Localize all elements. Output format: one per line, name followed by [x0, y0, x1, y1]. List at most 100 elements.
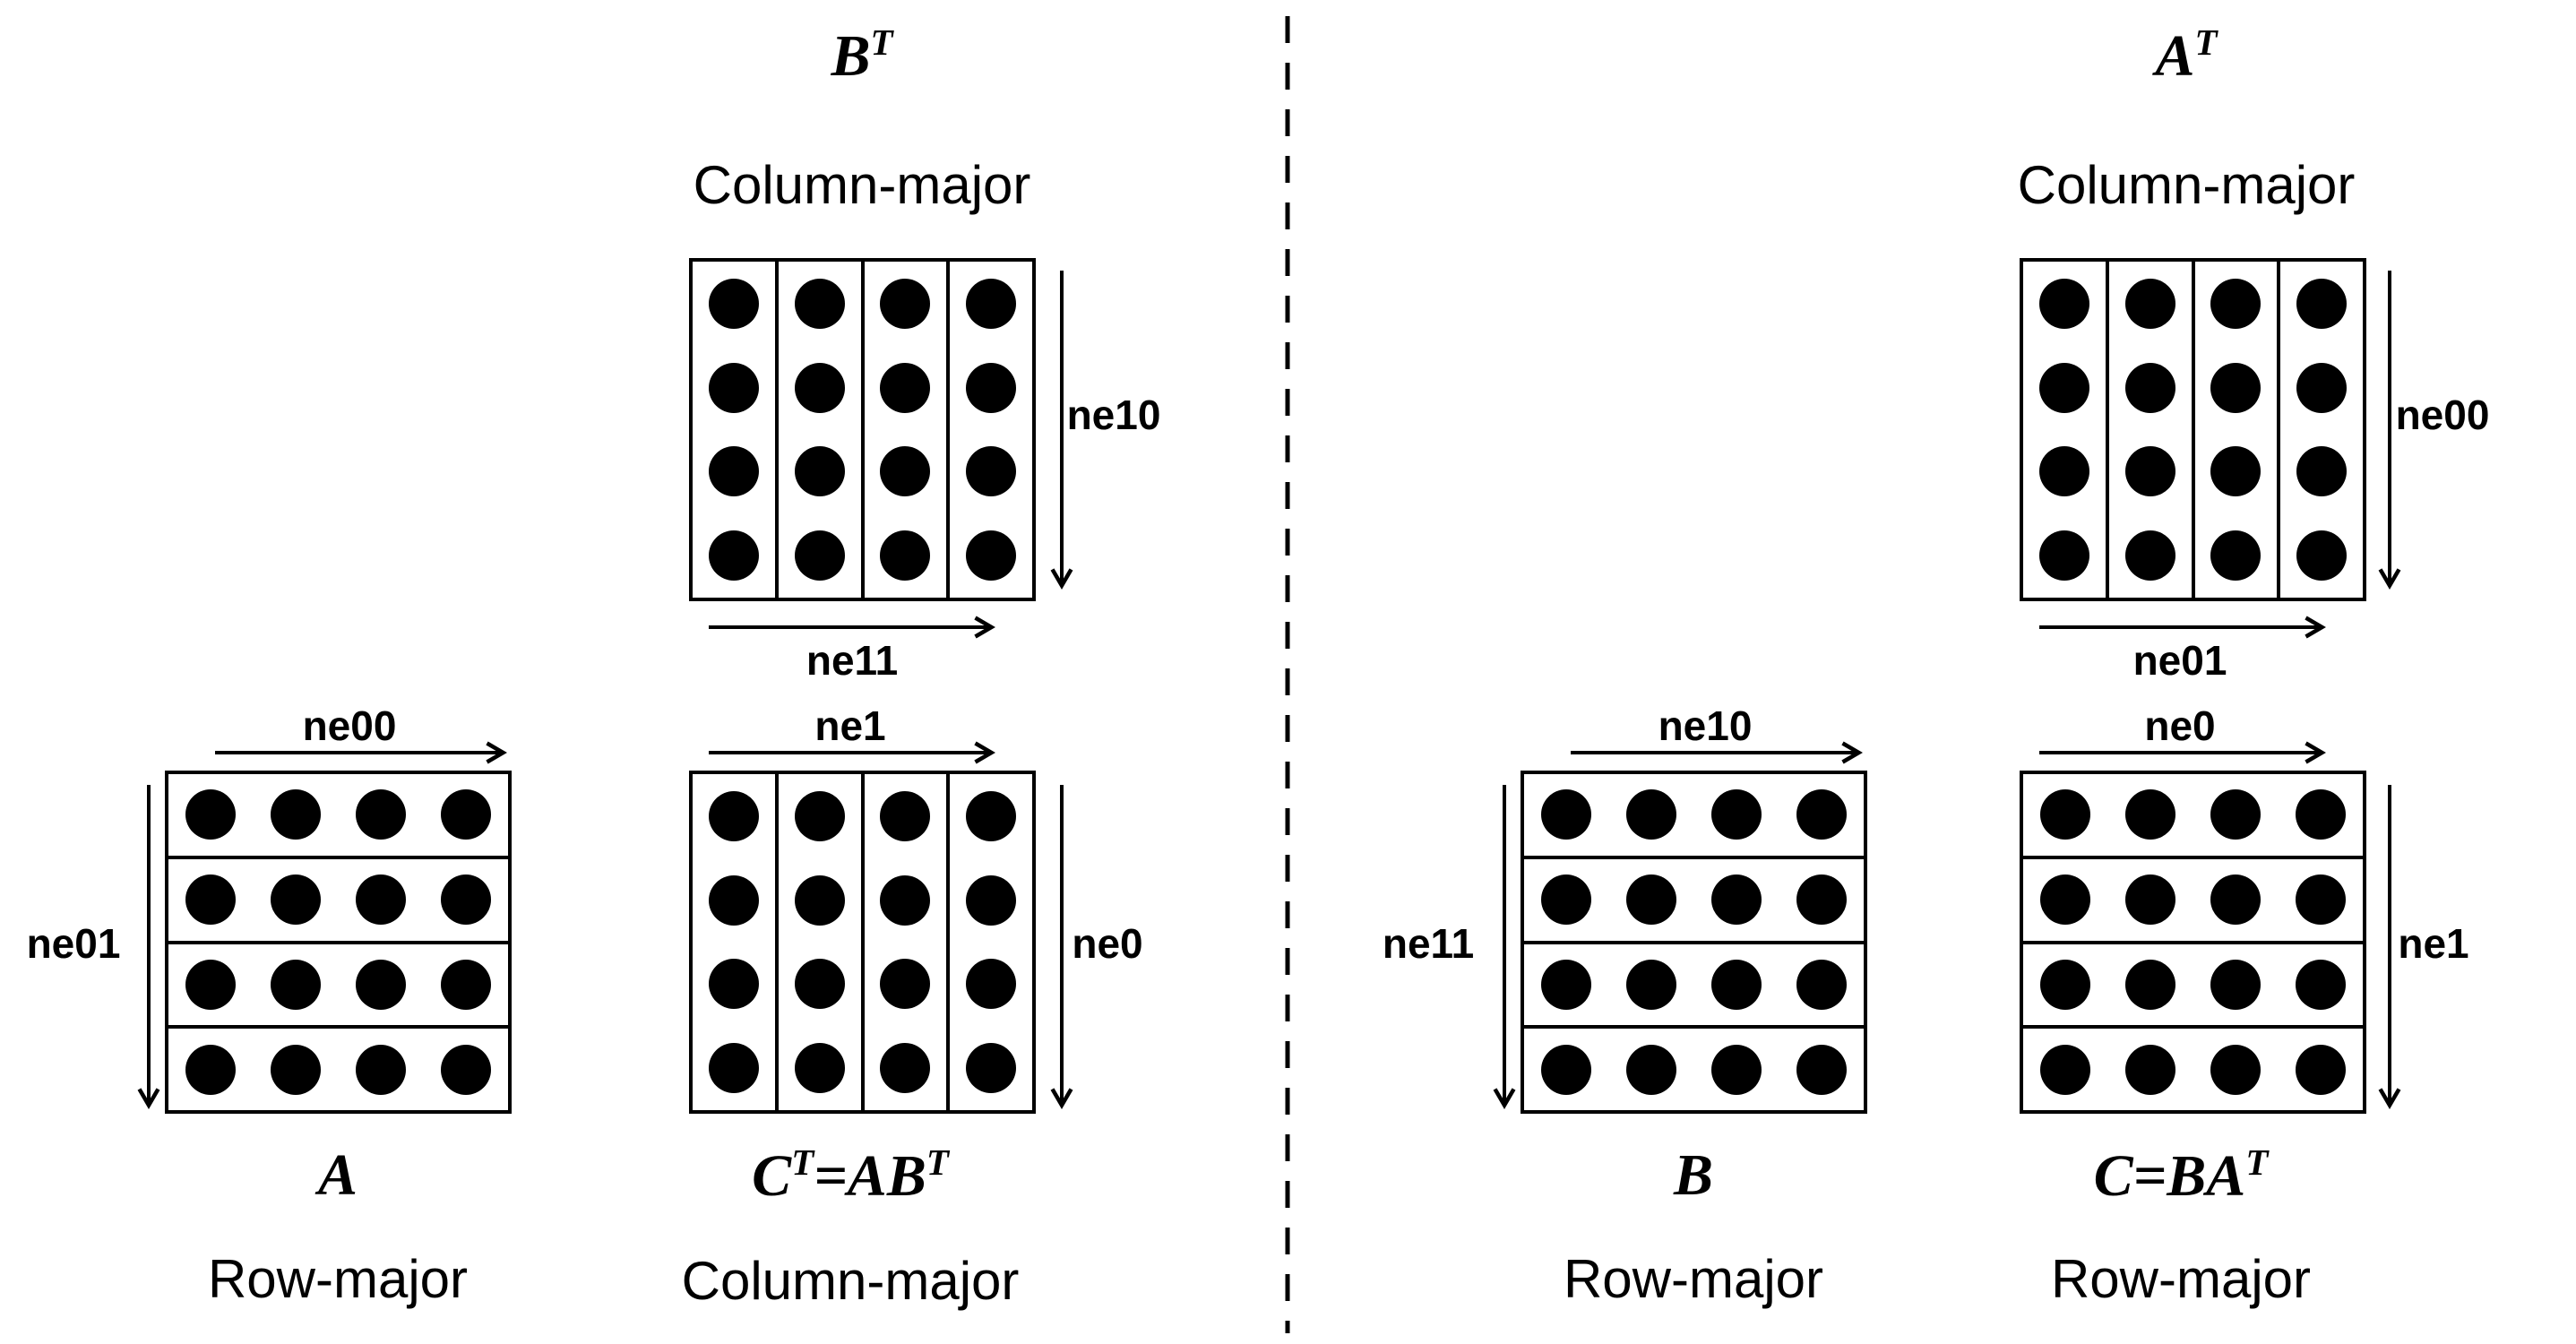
matrix-element-dot — [1796, 1044, 1847, 1095]
matrix-at-vertical-axis-label: ne00 — [2395, 392, 2490, 438]
matrix-element-dot — [1710, 959, 1762, 1010]
matrix-element-dot — [440, 959, 491, 1010]
matrix-b-grid — [1521, 771, 1867, 1114]
matrix-element-dot — [966, 530, 1017, 582]
matrix-element-dot — [794, 959, 845, 1010]
matrix-row — [1524, 859, 1864, 944]
matrix-at-horizontal-axis-label: ne01 — [2132, 637, 2227, 684]
matrix-element-dot — [708, 362, 759, 413]
matrix-row — [2023, 774, 2363, 859]
matrix-element-dot — [2040, 959, 2091, 1010]
matrix-element-dot — [2124, 530, 2175, 582]
matrix-element-dot — [2210, 362, 2262, 413]
matrix-c-name-part: C=BA — [2093, 1143, 2246, 1209]
matrix-a-vertical-axis-label: ne01 — [26, 920, 121, 967]
matrix-column — [2195, 262, 2281, 598]
matrix-element-dot — [185, 1044, 237, 1095]
matrix-element-dot — [880, 959, 931, 1010]
matrix-element-dot — [880, 446, 931, 497]
matrix-element-dot — [440, 1044, 491, 1095]
matrix-element-dot — [1796, 959, 1847, 1010]
matrix-bt-layout-label: Column-major — [693, 155, 1031, 215]
matrix-element-dot — [2125, 1044, 2176, 1095]
matrix-element-dot — [1626, 874, 1677, 926]
matrix-element-dot — [794, 530, 845, 582]
matrix-row — [168, 1029, 508, 1110]
matrix-column — [950, 774, 1032, 1110]
matrix-element-dot — [2295, 1044, 2346, 1095]
matrix-element-dot — [2125, 874, 2176, 926]
matrix-element-dot — [2125, 789, 2176, 840]
matrix-element-dot — [2040, 789, 2091, 840]
matrix-element-dot — [355, 959, 406, 1010]
matrix-element-dot — [185, 874, 237, 926]
matrix-element-dot — [1626, 1044, 1677, 1095]
matrix-element-dot — [708, 959, 759, 1010]
matrix-element-dot — [1541, 874, 1592, 926]
matrix-c-grid — [2020, 771, 2366, 1114]
matrix-element-dot — [794, 1043, 845, 1094]
matrix-ct-layout-label: Column-major — [681, 1251, 1020, 1311]
matrix-b-vertical-axis-label: ne11 — [1382, 920, 1475, 967]
matrix-element-dot — [2210, 530, 2262, 582]
matrix-element-dot — [966, 362, 1017, 413]
matrix-element-dot — [966, 278, 1017, 329]
matrix-row — [2023, 859, 2363, 944]
matrix-bt-name-base: B — [831, 23, 871, 89]
matrix-element-dot — [708, 874, 759, 926]
matrix-at-name: AT — [2155, 23, 2217, 89]
matrix-element-dot — [2295, 959, 2346, 1010]
matrix-element-dot — [2210, 1044, 2261, 1095]
matrix-a-name: A — [318, 1146, 358, 1205]
matrix-element-dot — [2038, 278, 2089, 329]
matrix-element-dot — [880, 362, 931, 413]
matrix-column — [693, 262, 779, 598]
matrix-element-dot — [966, 790, 1017, 841]
matrix-ct-name-part: C — [752, 1143, 792, 1209]
matrix-element-dot — [2296, 446, 2348, 497]
matrix-column — [950, 262, 1032, 598]
matrix-element-dot — [794, 874, 845, 926]
matrix-element-dot — [1710, 789, 1762, 840]
matrix-element-dot — [1796, 874, 1847, 926]
matrix-element-dot — [966, 446, 1017, 497]
matrix-ct-name-part: =AB — [814, 1143, 926, 1209]
matrix-element-dot — [708, 530, 759, 582]
matrix-row — [1524, 1029, 1864, 1110]
matrix-row — [1524, 774, 1864, 859]
matrix-c-layout-label: Row-major — [2050, 1249, 2312, 1309]
matrix-element-dot — [2210, 789, 2261, 840]
matrix-element-dot — [1796, 789, 1847, 840]
matrix-element-dot — [2295, 789, 2346, 840]
matrix-bt-name-superscript: T — [870, 22, 893, 63]
matrix-element-dot — [2210, 446, 2262, 497]
matrix-element-dot — [2124, 362, 2175, 413]
matrix-c-vertical-axis-label: ne1 — [2398, 920, 2469, 967]
matrix-element-dot — [2038, 362, 2089, 413]
matrix-bt-name: BT — [831, 22, 893, 89]
matrix-element-dot — [2038, 446, 2089, 497]
matrix-column — [2023, 262, 2109, 598]
matrix-c-horizontal-axis-label: ne0 — [2144, 702, 2216, 749]
matrix-at-layout-label: Column-major — [2017, 155, 2356, 215]
matrix-element-dot — [1541, 1044, 1592, 1095]
matrix-column — [2109, 262, 2195, 598]
matrix-element-dot — [880, 874, 931, 926]
matrix-ct-grid — [689, 771, 1036, 1114]
matrix-a-grid — [165, 771, 512, 1114]
matrix-element-dot — [1541, 959, 1592, 1010]
matrix-column — [865, 774, 951, 1110]
matrix-at-name-base: A — [2155, 23, 2195, 89]
matrix-element-dot — [185, 789, 237, 840]
matrix-column — [779, 262, 865, 598]
matrix-element-dot — [1710, 1044, 1762, 1095]
matrix-c-name: C=BAT — [2093, 1143, 2269, 1209]
matrix-element-dot — [794, 790, 845, 841]
matrix-row — [1524, 944, 1864, 1030]
matrix-element-dot — [2040, 1044, 2091, 1095]
matrix-element-dot — [794, 362, 845, 413]
matrix-element-dot — [880, 278, 931, 329]
matrix-element-dot — [2210, 278, 2262, 329]
matrix-element-dot — [271, 789, 322, 840]
